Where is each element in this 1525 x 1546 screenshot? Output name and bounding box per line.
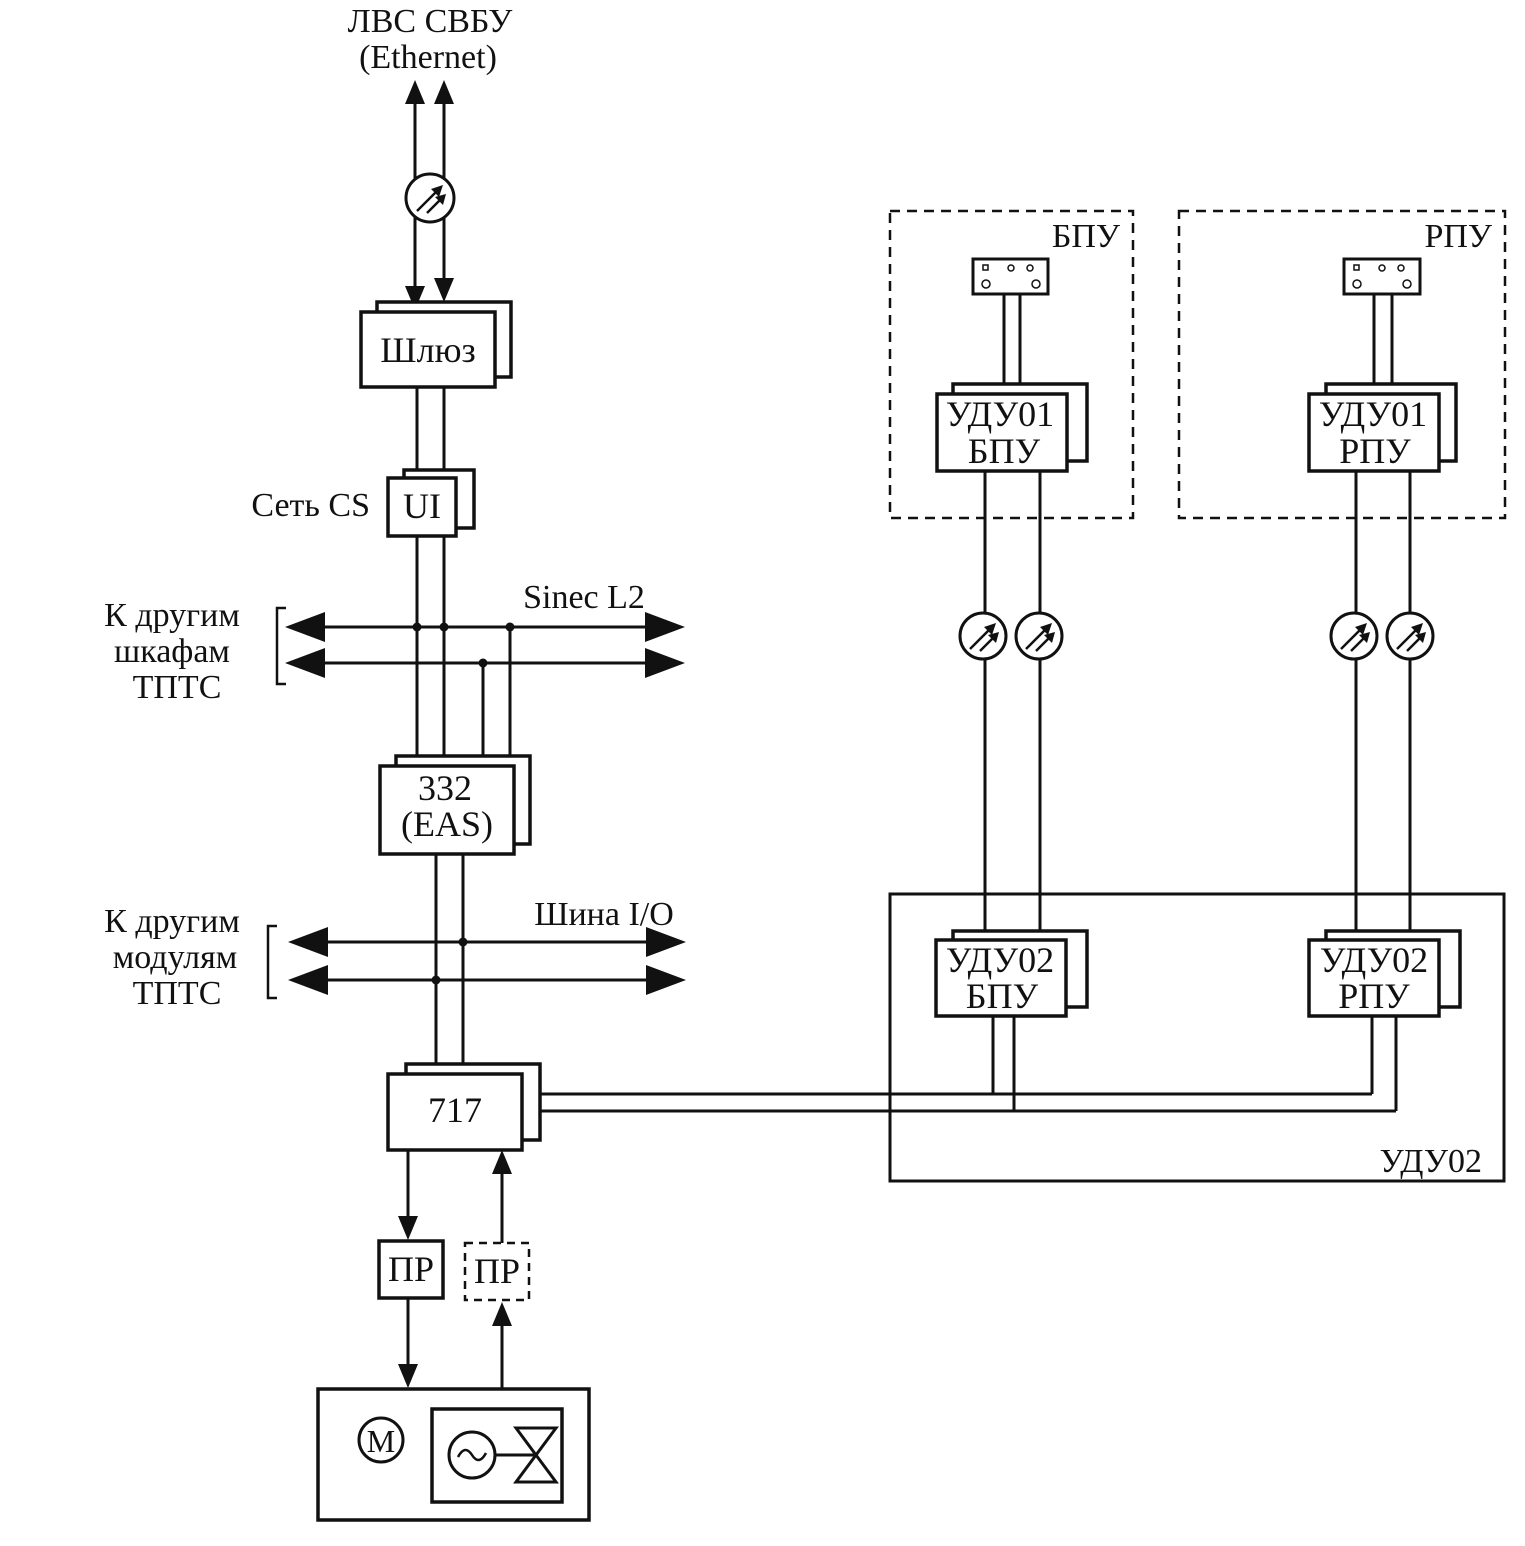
optical-converter-icon [1329,611,1379,661]
optical-converter-icon [1385,611,1435,661]
eas-label-2: (EAS) [401,804,493,844]
pr-main-label: ПР [388,1249,434,1289]
sinec-bus [285,612,685,678]
cabinets-label-1: К другим [104,597,240,634]
optical-converter-icon [958,611,1008,661]
udu02-bpu-label-1: УДУ02 [946,940,1054,980]
udu-vertical-lines [983,471,1412,935]
rpu-panel-label: РПУ [1424,218,1492,255]
ui-block: UI [386,468,476,538]
udu01-rpu-block: УДУ01 РПУ [1307,382,1458,473]
actuator-block: М [316,1387,591,1522]
pr-optional-label: ПР [474,1251,520,1291]
udu02-enclosure [888,892,1506,1183]
panel-lines [1002,294,1394,386]
main-vertical-lines [415,387,512,758]
eas-block: 332 (EAS) [378,754,532,856]
sinec-label: Sinec L2 [523,579,645,616]
udu-link-lines [540,1015,1398,1113]
lan-title: ЛВС СВБУ [348,3,514,40]
optical-converter-icon [1014,611,1064,661]
bpu-panel-label: БПУ [1052,218,1121,255]
pr-arrows [398,1150,512,1390]
modules-label-1: К другим [104,903,240,940]
gateway-label: Шлюз [380,330,475,370]
udu02-bpu-block: УДУ02 БПУ [934,929,1089,1018]
block-717-label: 717 [428,1090,482,1130]
modules-bracket [266,924,277,1000]
ui-label: UI [403,486,441,526]
pr-main-block: ПР [377,1239,445,1300]
cabinets-label-3: ТПТС [133,669,222,706]
eas-label-1: 332 [418,768,472,808]
udu01-rpu-label-1: УДУ01 [1319,394,1427,434]
cabinets-label-2: шкафам [114,633,230,670]
cabinets-bracket [275,606,286,686]
udu02-rpu-label-1: УДУ02 [1320,940,1428,980]
io-bus-label: Шина I/O [534,896,674,933]
udu01-rpu-label-2: РПУ [1339,431,1411,471]
udu01-bpu-block: УДУ01 БПУ [935,382,1089,473]
io-bus [288,927,686,995]
udu01-bpu-label-1: УДУ01 [946,394,1054,434]
modules-label-3: ТПТС [133,975,222,1012]
eas-to-717-lines [434,854,465,1064]
lan-subtitle: (Ethernet) [359,39,497,76]
udu01-bpu-label-2: БПУ [968,431,1041,471]
udu02-rpu-block: УДУ02 РПУ [1307,929,1462,1018]
udu02-rpu-label-2: РПУ [1338,976,1410,1016]
bpu-panel [888,209,1135,520]
gateway-block: Шлюз [359,300,513,389]
optical-converter-icon [404,172,456,224]
rpu-panel [1177,209,1507,520]
motor-icon: М [357,1416,405,1464]
motor-label: М [367,1423,395,1459]
modules-label-2: модулям [113,939,237,976]
control-panel-icon [971,257,1050,296]
udu02-bpu-label-2: БПУ [966,976,1039,1016]
cs-network-label: Сеть CS [251,487,370,524]
block-717: 717 [386,1062,542,1152]
valve-actuator-icon [447,1426,559,1484]
pr-optional-block: ПР [463,1241,531,1302]
udu02-enclosure-label: УДУ02 [1380,1143,1482,1180]
control-panel-icon [1342,257,1422,296]
